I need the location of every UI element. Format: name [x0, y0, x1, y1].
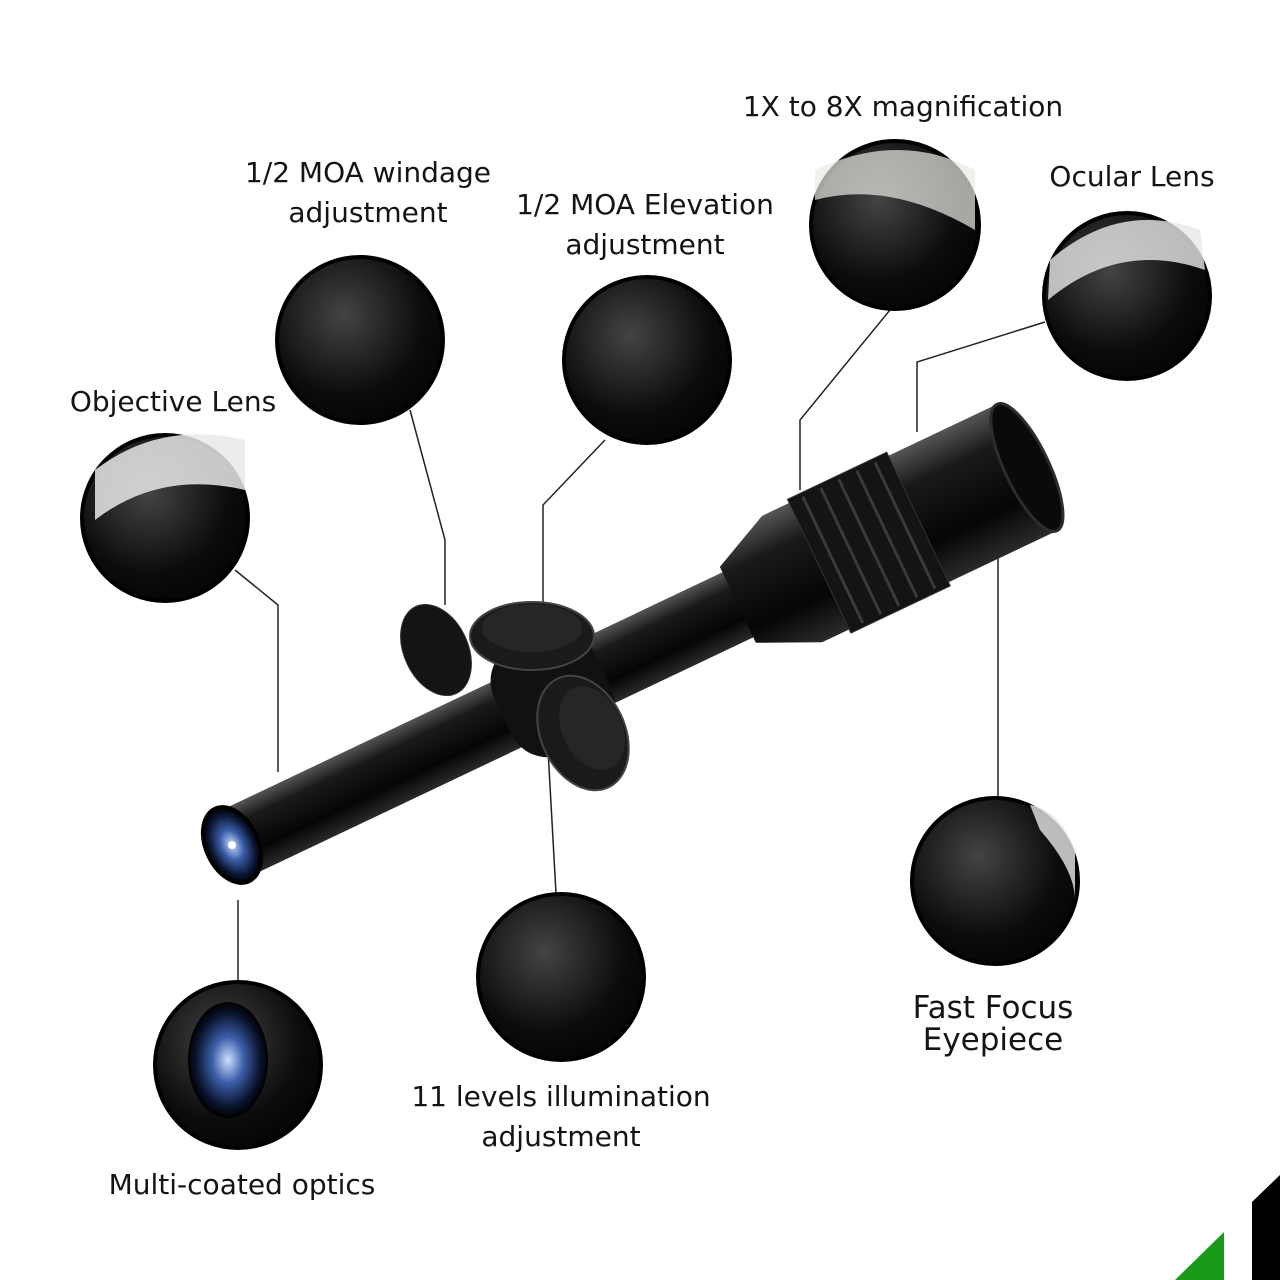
callout-circle-illumination	[476, 892, 646, 1062]
callout-circle-windage	[275, 255, 445, 425]
leader-illumination	[547, 749, 557, 894]
callout-circle-elevation	[562, 275, 732, 445]
ocular-end	[989, 402, 1065, 533]
label-objective-lens: Objective Lens	[69, 385, 277, 418]
leader-elevation	[542, 439, 606, 610]
label-multi-coated-optics: Multi-coated optics	[108, 1168, 376, 1201]
leader-windage	[409, 409, 446, 605]
label-magnification: 1X to 8X magnification	[742, 90, 1064, 123]
corner-logo-black	[1252, 1175, 1280, 1280]
label-ocular-lens: Ocular Lens	[1049, 160, 1215, 193]
leader-lines	[234, 309, 1046, 982]
lens-closeup	[188, 1002, 268, 1118]
leader-objective	[234, 569, 279, 772]
callout-circle-eyepiece	[910, 796, 1080, 966]
corner-logo-green	[1175, 1232, 1224, 1280]
leader-magnification	[799, 309, 891, 490]
leader-ocular	[916, 321, 1046, 432]
rifle-scope	[200, 402, 1065, 885]
illumination-turret	[400, 603, 472, 697]
